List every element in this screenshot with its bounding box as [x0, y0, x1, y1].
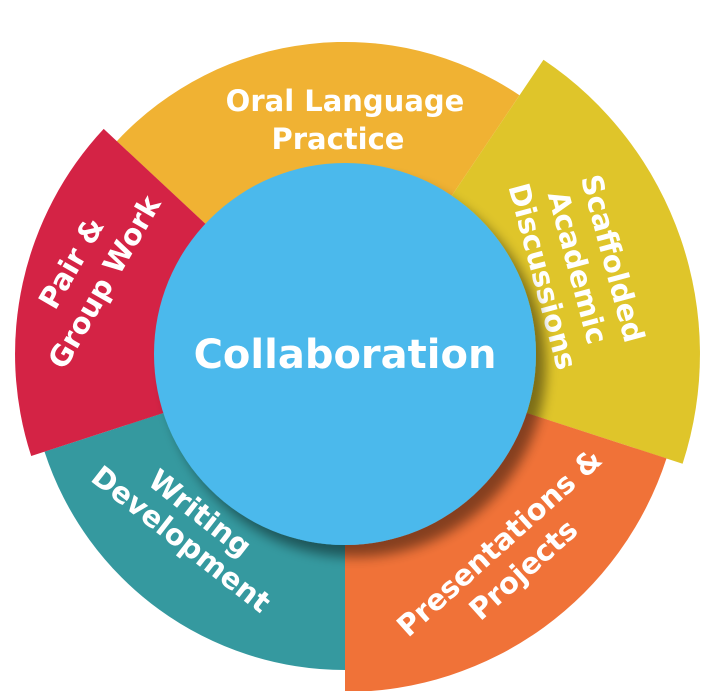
label-scaffolded-academic-discussions: Scaffolded Academic Discussions — [501, 171, 651, 373]
center-label: Collaboration — [194, 332, 497, 378]
center-circle — [154, 163, 536, 545]
label-oral-line-2: Practice — [272, 122, 405, 156]
label-oral-language-practice: Oral Language Practice — [226, 84, 465, 156]
label-oral-line-1: Oral Language — [226, 84, 465, 118]
